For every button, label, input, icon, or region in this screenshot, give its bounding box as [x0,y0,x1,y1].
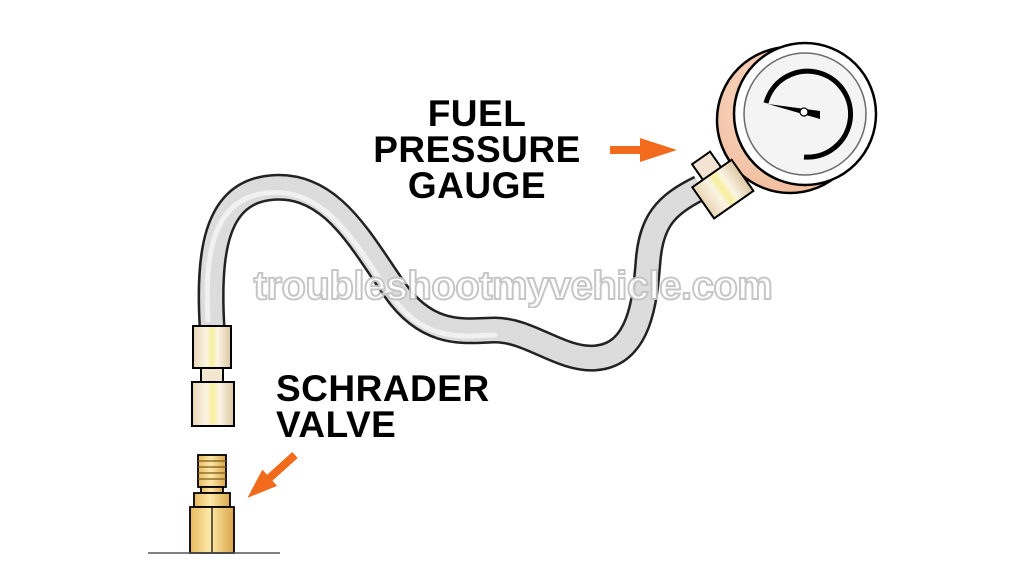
schrader-valve-label: SCHRADER VALVE [276,368,490,445]
gauge-fitting-nut [690,158,755,220]
label-line: VALVE [276,404,397,445]
label-line: SCHRADER [276,368,490,409]
schrader-valve [189,454,235,554]
arrow-to-gauge [610,138,677,162]
coupler-upper [192,325,232,369]
coupler-neck [200,367,224,383]
fuel-pressure-gauge [715,41,878,195]
gauge-hose-fitting [690,150,755,220]
hose-coupler [191,325,235,427]
coupler-lower [191,381,235,427]
watermark: troubleshootmyvehicle.com [253,263,774,309]
gauge-scale-arc [763,68,854,160]
fuel-pressure-gauge-label: FUEL PRESSURE GAUGE [352,93,602,206]
label-line: GAUGE [407,165,547,206]
valve-nut [193,492,231,508]
arrow-to-valve [247,452,298,498]
label-line: PRESSURE [373,129,581,170]
hose [197,173,707,372]
gauge-pivot [799,107,809,117]
label-line: FUEL [427,93,527,134]
valve-threads [197,454,227,488]
